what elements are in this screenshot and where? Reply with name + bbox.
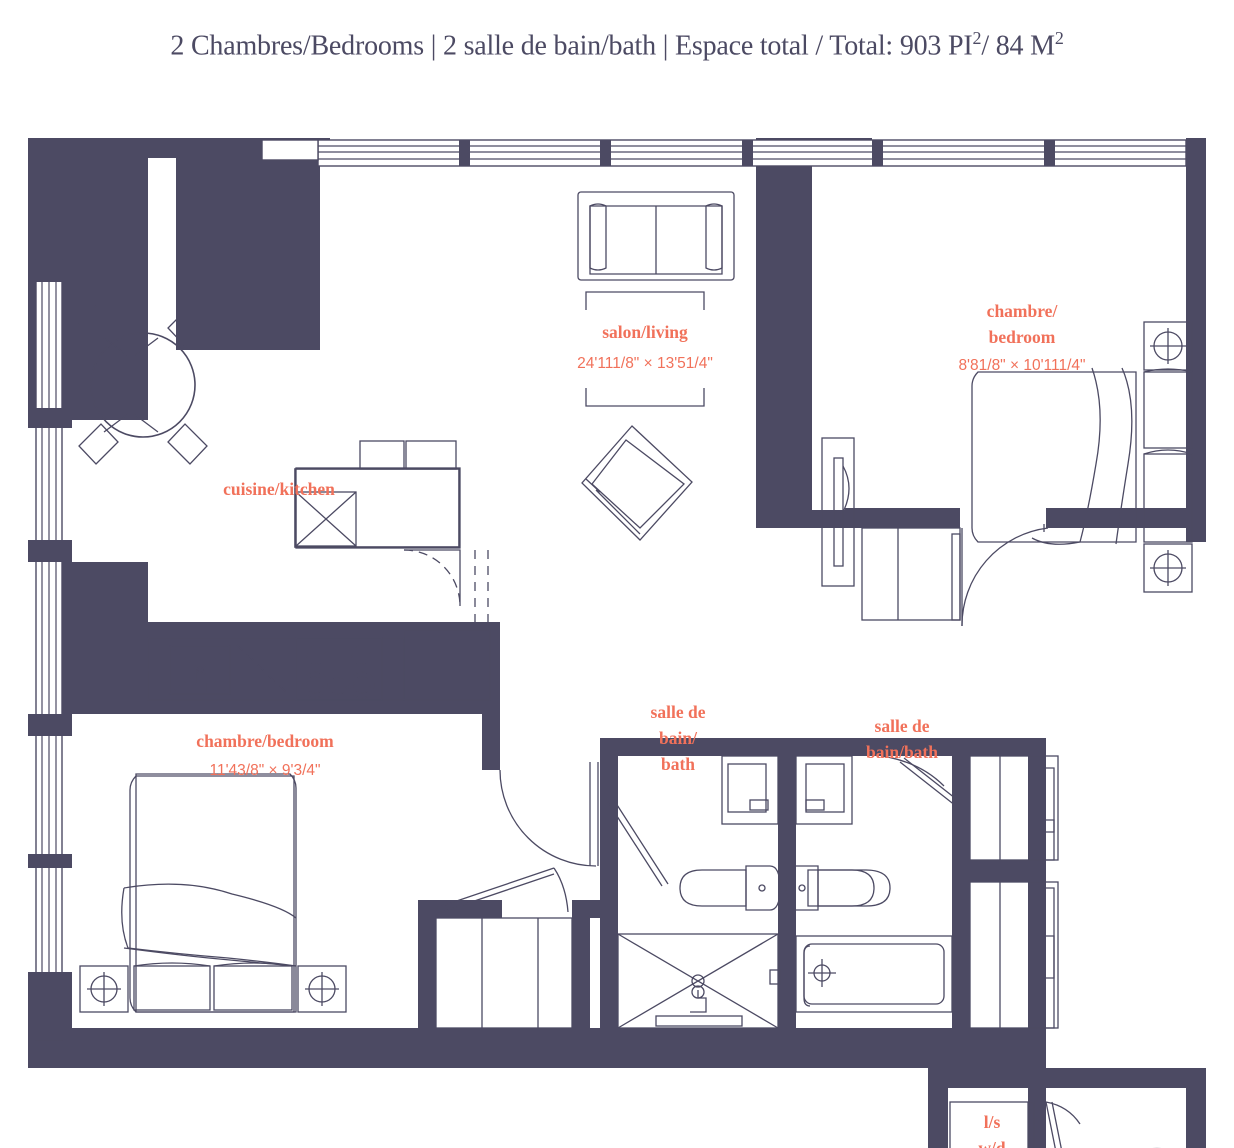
closet-upper-right — [969, 755, 1059, 861]
bath-right-name-line2: bain/bath — [866, 742, 938, 762]
living-dimension-brackets — [585, 291, 705, 407]
laundry-closet — [949, 1101, 1081, 1148]
bath-left-name-line3: bath — [661, 754, 695, 774]
dining-chair — [78, 305, 119, 347]
toilet-left — [679, 865, 781, 911]
closet-lower-right — [969, 881, 1059, 1029]
nightstand-lamp — [297, 965, 347, 1013]
window-band-left — [28, 259, 72, 1041]
hall-closet — [435, 867, 573, 1029]
title-sep-1: | — [430, 30, 437, 62]
bedroom-right-door — [961, 524, 1049, 627]
kitchen-island — [294, 440, 461, 549]
dining-chair — [167, 423, 208, 465]
walls — [28, 138, 1206, 1148]
bed-right — [971, 321, 1193, 593]
bedroom-right-closet — [861, 527, 961, 621]
kitchen-counter — [147, 549, 491, 701]
bath-right-fixtures — [785, 755, 961, 1013]
bath-left-name-line1: salle de — [651, 702, 706, 722]
title-sep-2: | — [662, 30, 669, 62]
page-title: 2 Chambres/Bedrooms | 2 salle de bain/ba… — [0, 28, 1234, 62]
nightstand-lamp — [1143, 321, 1193, 371]
dining-set — [78, 305, 208, 465]
bath-right-door — [881, 755, 961, 807]
label-bedroom-left: chambre/bedroom 11'43/8" × 9'3/4" — [196, 731, 334, 779]
title-bathrooms: 2 salle de bain/bath — [443, 30, 656, 62]
nightstand-lamp — [79, 965, 129, 1013]
living-room-name: salon/living — [602, 322, 688, 342]
title-area-sqft: 903 PI — [899, 30, 973, 62]
bath-left-fixtures — [617, 755, 781, 1029]
title-area-sqm-exponent: 2 — [1054, 28, 1064, 48]
label-laundry: l/s w/d — [978, 1112, 1006, 1148]
bath-left-name-line2: bain/ — [659, 728, 698, 748]
kitchen-hall-door — [499, 762, 599, 867]
sofa — [577, 191, 735, 281]
shower-left — [617, 933, 781, 1029]
window-band-top — [261, 139, 1187, 167]
bedroom-right-dimensions: 8'81/8" × 10'111/4" — [958, 357, 1085, 374]
bed-left — [79, 773, 347, 1013]
title-area-sqm: / 84 M — [981, 30, 1055, 62]
label-bedroom-right: chambre/ bedroom 8'81/8" × 10'111/4" — [958, 301, 1085, 374]
bathtub — [795, 935, 953, 1013]
toilet-right — [785, 865, 891, 911]
dining-chair — [167, 305, 208, 347]
title-bedrooms: 2 Chambres/Bedrooms — [170, 30, 424, 62]
tv-unit — [821, 437, 855, 587]
bath-left-door — [600, 786, 669, 894]
title-area-sqft-exponent: 2 — [972, 28, 982, 48]
dining-chair — [78, 423, 119, 465]
laundry-name-line1: l/s — [984, 1112, 1001, 1132]
bath-right-name-line1: salle de — [875, 716, 930, 736]
bedroom-right-name-line1: chambre/ — [987, 301, 1059, 321]
laundry-name-line2: w/d — [978, 1138, 1006, 1148]
living-room-dimensions: 24'111/8" × 13'51/4" — [577, 355, 713, 372]
bedroom-right-name-line2: bedroom — [989, 327, 1056, 347]
floorplan-drawing: salon/living 24'111/8" × 13'51/4" cuisin… — [28, 138, 1206, 1148]
bedroom-left-dimensions: 11'43/8" × 9'3/4" — [209, 762, 320, 779]
bedroom-left-name: chambre/bedroom — [196, 731, 334, 751]
label-bath-left: salle de bain/ bath — [651, 702, 706, 774]
label-living: salon/living 24'111/8" × 13'51/4" — [577, 322, 713, 372]
title-area-label: Espace total / Total: — [674, 30, 894, 62]
nightstand-lamp — [1143, 543, 1193, 593]
kitchen-name: cuisine/kitchen — [223, 479, 335, 499]
armchair — [581, 425, 693, 541]
label-bath-right: salle de bain/bath — [866, 716, 938, 762]
label-kitchen: cuisine/kitchen — [223, 479, 335, 499]
